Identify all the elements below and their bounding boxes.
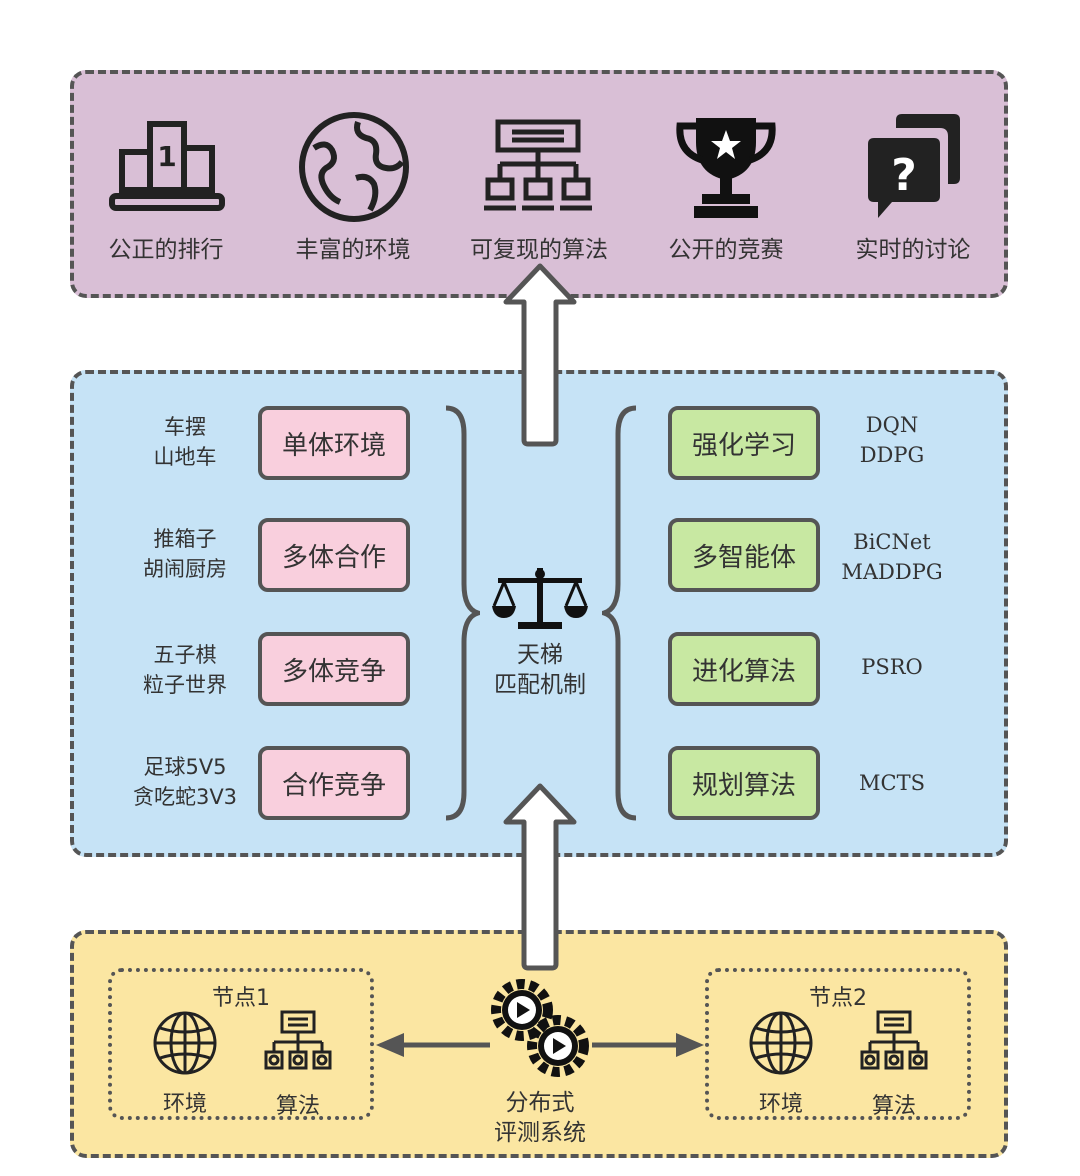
feature-label-live-discussion: 实时的讨论: [855, 237, 971, 263]
node-1: [108, 968, 374, 1120]
algo-examples-rl: DQN DDPG: [859, 413, 925, 467]
feature-label-reproducible-algo: 可复现的算法: [470, 237, 608, 263]
env-examples-coop: 推箱子 胡闹厨房: [143, 527, 227, 581]
right-brace: [602, 405, 637, 821]
svg-text:1: 1: [157, 140, 176, 173]
distributed-eval-label: 分布式 评测系统: [494, 1090, 586, 1146]
arrow-to-node-2: [592, 1033, 704, 1057]
feature-label-rich-env: 丰富的环境: [295, 237, 411, 263]
arrow-to-node-1: [376, 1033, 490, 1057]
node-1-algo-icon: [264, 1010, 332, 1070]
podium-icon: 1: [109, 121, 225, 211]
env-examples-single: 车摆 山地车: [153, 415, 217, 469]
sitemap-icon: [484, 119, 592, 211]
algo-examples-planning: MCTS: [859, 771, 925, 795]
node-1-globe-icon: [153, 1011, 217, 1075]
env-category-single: 单体环境: [258, 406, 410, 480]
arrow-up-to-features: [503, 263, 577, 447]
svg-text:?: ?: [891, 150, 917, 201]
algo-category-planning: 规划算法: [668, 746, 820, 820]
env-category-compete: 多体竞争: [258, 632, 410, 706]
trophy-icon: [676, 118, 776, 218]
env-examples-compete: 五子棋 粒子世界: [143, 643, 227, 697]
node-2-algo-icon: [860, 1010, 928, 1070]
algo-category-evolution: 进化算法: [668, 632, 820, 706]
node-1-algo-label: 算法: [275, 1094, 320, 1119]
feature-label-open-competition: 公开的竞赛: [668, 237, 784, 263]
node-2: [705, 968, 971, 1120]
node-2-algo-label: 算法: [871, 1094, 916, 1119]
feature-label-fair-ranking: 公正的排行: [108, 237, 224, 263]
env-category-coop: 多体合作: [258, 518, 410, 592]
algo-examples-marl: BiCNet MADDPG: [841, 530, 943, 584]
algo-category-marl: 多智能体: [668, 518, 820, 592]
chat-question-icon: ?: [868, 114, 960, 218]
globe-icon: [299, 112, 409, 222]
gears-icon: [491, 979, 589, 1077]
node-2-title: 节点2: [809, 986, 867, 1011]
balance-scale-icon: [492, 568, 588, 629]
algo-examples-evolution: PSRO: [861, 655, 923, 679]
algo-category-rl: 强化学习: [668, 406, 820, 480]
env-examples-mixed: 足球5V5 贪吃蛇3V3: [132, 755, 238, 809]
node-2-globe-icon: [749, 1011, 813, 1075]
node-2-env-label: 环境: [758, 1092, 803, 1117]
arrow-up-to-ladder: [503, 783, 577, 971]
ladder-matching-label: 天梯 匹配机制: [494, 642, 586, 698]
node-1-title: 节点1: [212, 986, 270, 1011]
features-panel: [70, 70, 1008, 298]
env-category-mixed: 合作竞争: [258, 746, 410, 820]
left-brace: [445, 405, 480, 821]
node-1-env-label: 环境: [162, 1092, 207, 1117]
